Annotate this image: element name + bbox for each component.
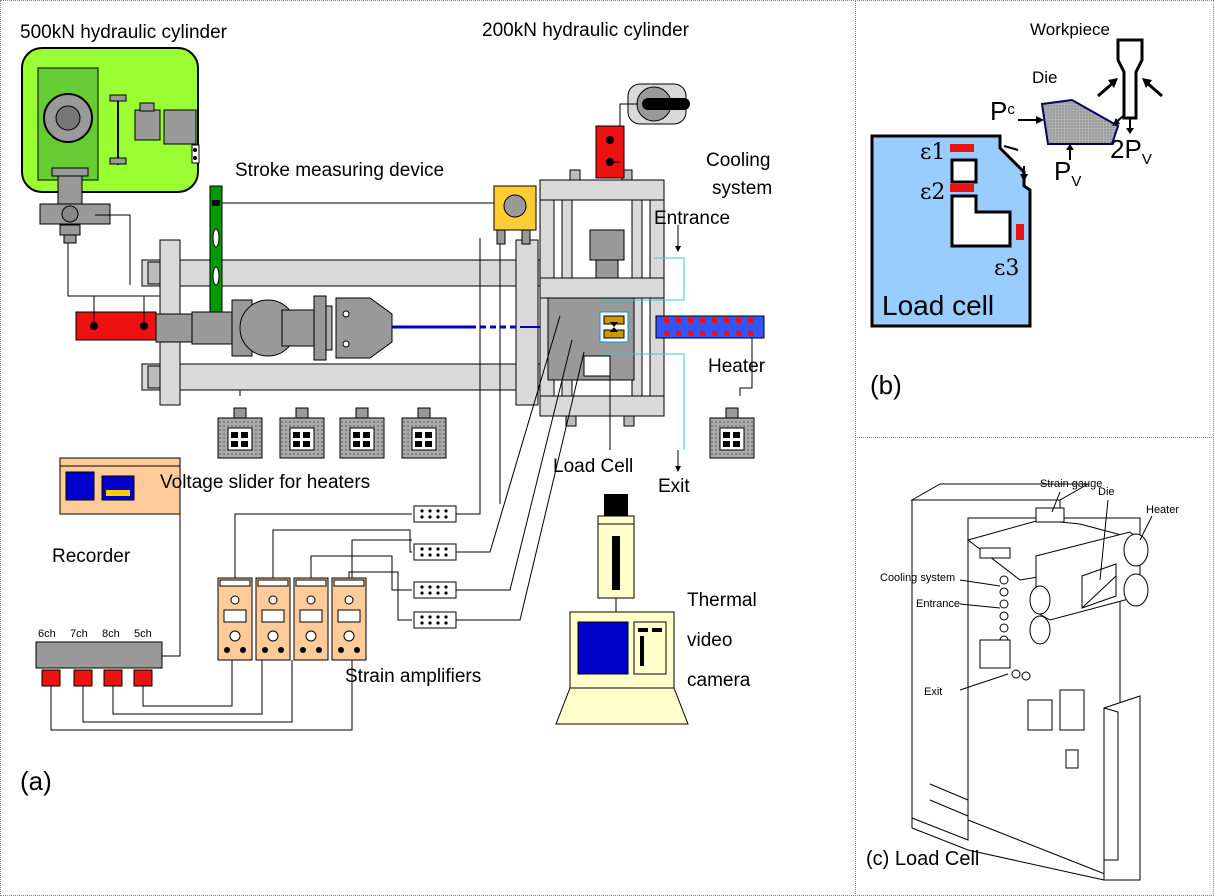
label-workpiece: Workpiece	[1030, 20, 1110, 40]
label-500kn-cylinder: 500kN hydraulic cylinder	[20, 22, 227, 44]
panel-c-caption: (c) Load Cell	[866, 848, 979, 871]
label-cooling-system-c: Cooling system	[880, 572, 955, 584]
label-stroke-measuring: Stroke measuring device	[235, 160, 444, 182]
label-e2: ε2	[920, 180, 945, 205]
panel-b-caption: (b)	[870, 370, 902, 401]
panel-b-frame	[855, 0, 1214, 438]
label-exit-c: Exit	[924, 686, 942, 698]
label-2pv: 2PV	[1110, 134, 1152, 168]
label-exit: Exit	[658, 476, 690, 498]
label-e3: ε3	[994, 256, 1019, 281]
panel-a-diagram	[0, 0, 856, 896]
label-entrance-c: Entrance	[916, 598, 960, 610]
label-video: video	[687, 630, 732, 652]
thermal-video-camera	[556, 494, 688, 724]
label-pv: PV	[1054, 156, 1081, 190]
2pv-symbol: 2P	[1110, 134, 1142, 164]
strain-amplifiers	[218, 578, 366, 660]
hydraulic-unit-500kn	[22, 48, 199, 243]
connectors	[414, 506, 456, 628]
2pv-subscript: V	[1142, 151, 1152, 168]
pv-subscript: V	[1071, 173, 1081, 190]
panel-a-caption: (a)	[20, 766, 52, 797]
label-camera: camera	[687, 670, 750, 692]
label-pc: Pc	[990, 96, 1015, 127]
label-entrance: Entrance	[654, 208, 730, 230]
label-thermal: Thermal	[687, 590, 757, 612]
label-load-cell-b: Load cell	[882, 290, 994, 322]
pc-symbol: P	[990, 96, 1007, 126]
label-cooling: Cooling	[706, 150, 770, 172]
label-die-b: Die	[1032, 68, 1058, 88]
channel-box	[36, 642, 162, 668]
label-5ch: 5ch	[134, 628, 152, 640]
voltage-sliders	[218, 408, 754, 458]
label-7ch: 7ch	[70, 628, 88, 640]
pc-subscript: c	[1007, 101, 1015, 118]
heater-bar	[656, 316, 764, 338]
label-cooling-system: system	[712, 178, 772, 200]
red-valve-200kn	[596, 126, 624, 178]
label-die-c: Die	[1098, 486, 1115, 498]
label-200kn-cylinder: 200kN hydraulic cylinder	[482, 20, 689, 42]
label-strain-amplifiers: Strain amplifiers	[345, 666, 481, 688]
label-voltage-slider: Voltage slider for heaters	[160, 472, 370, 494]
pv-symbol: P	[1054, 156, 1071, 186]
label-heater: Heater	[708, 356, 765, 378]
label-strain-gauge: Strain gauge	[1040, 478, 1102, 490]
label-6ch: 6ch	[38, 628, 56, 640]
label-heater-c: Heater	[1146, 504, 1179, 516]
label-load-cell: Load Cell	[553, 456, 633, 478]
label-8ch: 8ch	[102, 628, 120, 640]
label-e1: ε1	[920, 140, 945, 165]
label-recorder: Recorder	[52, 546, 130, 568]
